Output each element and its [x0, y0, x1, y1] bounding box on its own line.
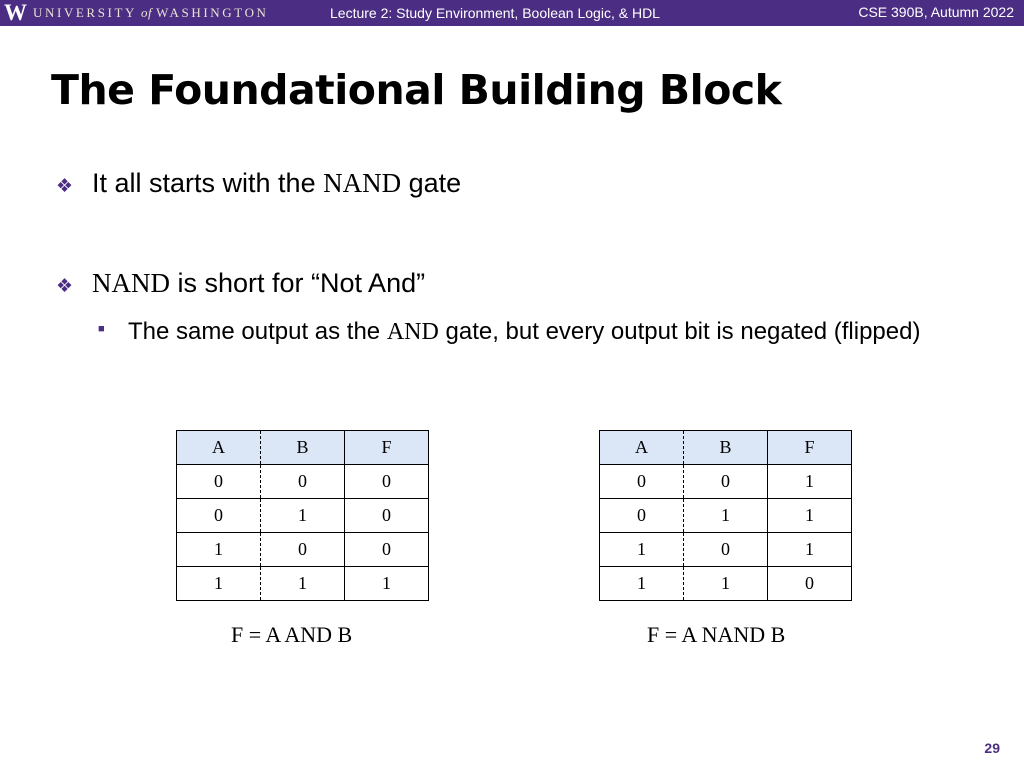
table-row: 0 0 0 [176, 464, 429, 499]
table-cell: 1 [767, 532, 852, 567]
sub-bullet: ■ The same output as the AND gate, but e… [98, 314, 978, 350]
bullet-2-text: NAND is short for “Not And” [92, 268, 425, 299]
column-header-a: A [176, 430, 261, 465]
table-cell: 0 [344, 498, 429, 533]
table-row: 1 0 1 [599, 532, 852, 567]
sub-bullet-text-before: The same output as the [128, 318, 387, 345]
table-cell: 1 [260, 498, 345, 533]
bullet-1: ❖ It all starts with the NAND gate [56, 168, 461, 199]
table-header-row: A B F [176, 430, 429, 465]
table-row: 0 0 1 [599, 464, 852, 499]
and-truth-table: A B F 0 0 0 0 1 0 1 0 0 1 1 1 [176, 430, 429, 601]
table-cell: 1 [176, 566, 261, 601]
bullet-1-text-after: gate [401, 168, 462, 198]
page-number: 29 [984, 740, 1000, 756]
table-cell: 0 [260, 532, 345, 567]
table-cell: 0 [260, 464, 345, 499]
diamond-bullet-icon: ❖ [56, 176, 74, 197]
table-row: 1 1 1 [176, 566, 429, 601]
table-cell: 1 [599, 566, 684, 601]
table-row: 1 0 0 [176, 532, 429, 567]
column-header-f: F [767, 430, 852, 465]
slide-title: The Foundational Building Block [51, 66, 782, 114]
table-cell: 1 [767, 498, 852, 533]
bullet-2-text-after: is short for “Not And” [170, 268, 426, 298]
bullet-1-text-before: It all starts with the [92, 168, 324, 198]
table-cell: 0 [176, 498, 261, 533]
column-header-f: F [344, 430, 429, 465]
bullet-1-math: NAND [323, 168, 402, 198]
table-cell: 0 [767, 566, 852, 601]
table-cell: 1 [260, 566, 345, 601]
table-cell: 0 [176, 464, 261, 499]
bullet-2-math: NAND [92, 268, 170, 298]
course-label: CSE 390B, Autumn 2022 [858, 4, 1014, 20]
uw-wordmark-university: UNIVERSITY [33, 5, 137, 20]
table-row: 0 1 1 [599, 498, 852, 533]
uw-wordmark-of: of [141, 5, 153, 20]
table-header-row: A B F [599, 430, 852, 465]
column-header-b: B [683, 430, 768, 465]
table-cell: 1 [683, 566, 768, 601]
uw-wordmark-washington: WASHINGTON [156, 5, 269, 20]
sub-bullet-math: AND [386, 319, 439, 345]
square-bullet-icon: ■ [98, 323, 105, 335]
table-cell: 0 [344, 464, 429, 499]
uw-w-logo-icon: W [4, 0, 27, 25]
bullet-1-text: It all starts with the NAND gate [92, 168, 461, 199]
nand-truth-table: A B F 0 0 1 0 1 1 1 0 1 1 1 0 [599, 430, 852, 601]
lecture-title: Lecture 2: Study Environment, Boolean Lo… [330, 5, 660, 21]
bullet-2: ❖ NAND is short for “Not And” [56, 268, 425, 299]
table-cell: 0 [683, 532, 768, 567]
and-table-caption: F = A AND B [231, 622, 353, 647]
sub-bullet-text: The same output as the AND gate, but eve… [128, 314, 920, 350]
table-cell: 1 [344, 566, 429, 601]
table-cell: 1 [599, 532, 684, 567]
table-cell: 0 [344, 532, 429, 567]
table-cell: 0 [599, 498, 684, 533]
sub-bullet-text-after: gate, but every output bit is negated (f… [438, 318, 921, 345]
diamond-bullet-icon: ❖ [56, 276, 74, 297]
table-cell: 0 [599, 464, 684, 499]
table-row: 0 1 0 [176, 498, 429, 533]
table-cell: 0 [683, 464, 768, 499]
column-header-a: A [599, 430, 684, 465]
table-cell: 1 [176, 532, 261, 567]
table-cell: 1 [683, 498, 768, 533]
nand-table-caption: F = A NAND B [647, 622, 786, 647]
table-cell: 1 [767, 464, 852, 499]
column-header-b: B [260, 430, 345, 465]
table-row: 1 1 0 [599, 566, 852, 601]
